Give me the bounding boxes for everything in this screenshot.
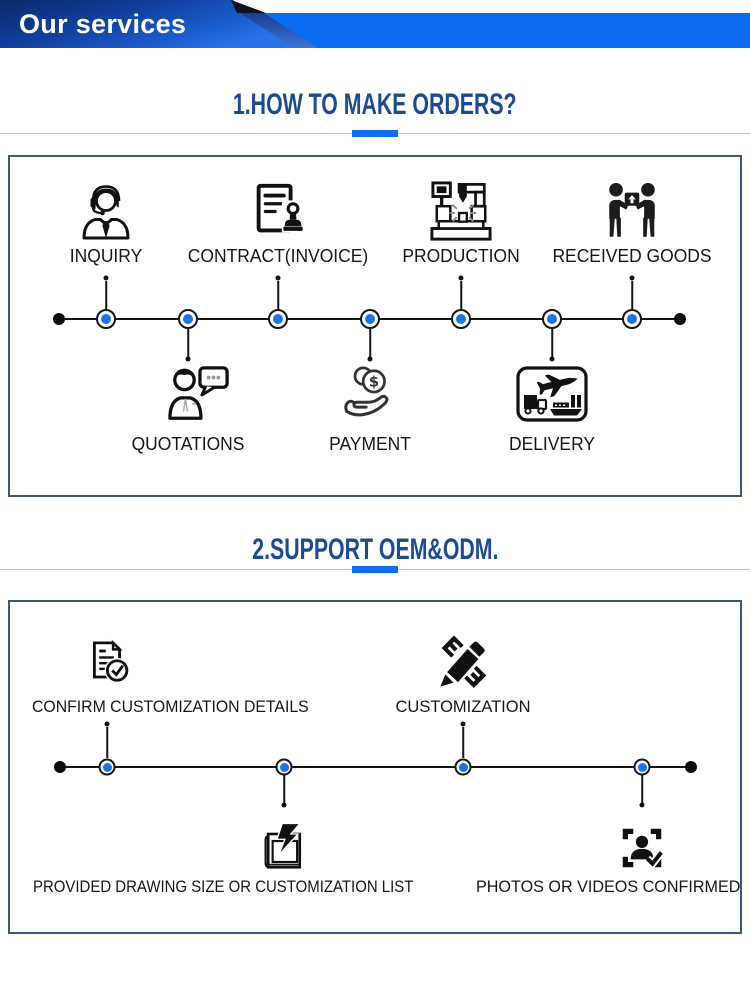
- step-label: PHOTOS OR VIDEOS CONFIRMED: [476, 877, 741, 896]
- process-box-1: INQUIRY CONTRACT(INVOICE): [8, 155, 742, 497]
- svg-text:$: $: [369, 375, 379, 391]
- timeline-node: [633, 758, 651, 776]
- banner-ribbon: [0, 0, 318, 48]
- connector-dot: [103, 275, 109, 281]
- pen-tools-icon: [434, 635, 492, 693]
- connector-dot: [281, 802, 287, 808]
- step-label: QUOTATIONS: [131, 434, 245, 454]
- timeline-endpoint: [54, 761, 66, 773]
- connector-line: [187, 329, 189, 357]
- connector-line: [369, 329, 371, 357]
- timeline-node: [178, 309, 198, 329]
- divider-accent-2: [352, 566, 398, 573]
- checklist-confirm-icon: [83, 638, 135, 690]
- connector-line: [462, 727, 464, 758]
- step-label: INQUIRY: [69, 246, 143, 266]
- connector-dot: [639, 802, 645, 808]
- step-label: PRODUCTION: [402, 246, 520, 266]
- connector-dot: [185, 356, 191, 362]
- timeline-node: [542, 309, 562, 329]
- connector-line: [631, 281, 633, 309]
- step-label: CONFIRM CUSTOMIZATION DETAILS: [32, 697, 309, 716]
- connector-line: [277, 281, 279, 309]
- connector-dot: [629, 275, 635, 281]
- step-label: CONTRACT(INVOICE): [187, 246, 369, 266]
- timeline-line: [60, 766, 691, 768]
- timeline-node: [275, 758, 293, 776]
- step-label: CUSTOMIZATION: [395, 697, 531, 716]
- step-label: PROVIDED DRAWING SIZE OR CUSTOMIZATION L…: [33, 877, 414, 896]
- connector-dot: [275, 275, 281, 281]
- quotation-person-icon: [164, 363, 234, 425]
- connector-dot: [458, 275, 464, 281]
- step-label: RECEIVED GOODS: [552, 246, 712, 266]
- timeline-node: [268, 309, 288, 329]
- timeline-endpoint: [685, 761, 697, 773]
- connector-line: [283, 775, 285, 803]
- connector-line: [106, 727, 108, 758]
- connector-dot: [549, 356, 555, 362]
- banner-title: Our services: [19, 9, 187, 39]
- timeline-node: [96, 309, 116, 329]
- connector-dot: [104, 721, 110, 727]
- connector-dot: [460, 721, 466, 727]
- timeline-node: [451, 309, 471, 329]
- process-box-2: CONFIRM CUSTOMIZATION DETAILS CUSTOMIZAT…: [8, 600, 742, 934]
- timeline-node: [454, 758, 472, 776]
- payment-hand-icon: $: [339, 363, 401, 425]
- connector-line: [460, 281, 462, 309]
- timeline-endpoint: [674, 313, 686, 325]
- connector-dot: [367, 356, 373, 362]
- step-label: PAYMENT: [329, 434, 411, 454]
- connector-line: [105, 281, 107, 309]
- drawing-notebook-icon: [256, 820, 312, 876]
- received-goods-icon: [601, 181, 663, 243]
- step-label: DELIVERY: [508, 434, 596, 454]
- divider-accent-1: [352, 130, 398, 137]
- timeline-endpoint: [53, 313, 65, 325]
- connector-line: [641, 775, 643, 803]
- headset-agent-icon: [74, 181, 138, 245]
- connector-line: [551, 329, 553, 357]
- contract-stamp-icon: [247, 181, 309, 243]
- delivery-transport-icon: [515, 365, 589, 423]
- section-2-heading: 2.SUPPORT OEM&ODM.: [251, 533, 499, 566]
- section-1-heading: 1.HOW TO MAKE ORDERS?: [233, 88, 517, 121]
- photo-confirm-icon: [614, 820, 670, 876]
- timeline-node: [622, 309, 642, 329]
- timeline-node: [98, 758, 116, 776]
- timeline-node: [360, 309, 380, 329]
- banner: Our services: [0, 0, 750, 48]
- production-machine-icon: [428, 181, 494, 243]
